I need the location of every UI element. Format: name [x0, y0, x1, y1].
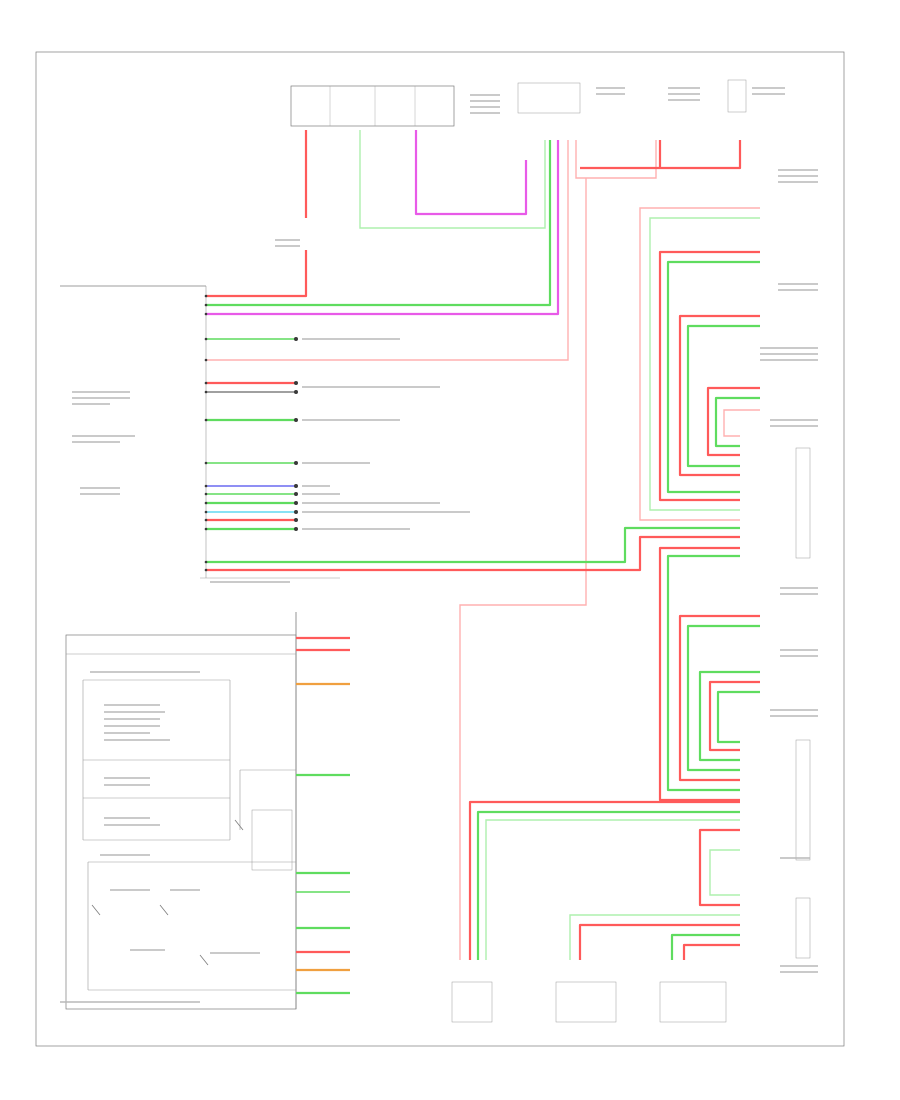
- wire-bot-green-2: [485, 819, 740, 960]
- fine-print-marks: [60, 87, 818, 1003]
- wire-green-1: [206, 140, 552, 307]
- wire-mid-red-2: [678, 614, 760, 782]
- bottom-module-3: [659, 981, 727, 1023]
- diagram-frame: [35, 51, 845, 1047]
- wire-bot-red-2: [698, 828, 740, 907]
- wire-mid-green-3: [698, 670, 760, 762]
- right-connector-boxes: [795, 447, 811, 959]
- wire-bot-red-3: [578, 923, 740, 960]
- connector-pin-icon: [204, 294, 298, 572]
- wire-mid-red-3: [708, 680, 760, 752]
- wire-right-pink-a: [639, 207, 760, 521]
- wire-mid-green-4: [716, 690, 760, 744]
- wire-bot-red-1: [468, 800, 740, 960]
- bottom-module-1: [451, 981, 493, 1023]
- wire-right-pink-e: [723, 409, 760, 437]
- wire-green-fuse: [359, 130, 546, 229]
- wire-right-red-b: [658, 250, 760, 502]
- wire-right-green-b: [666, 260, 760, 494]
- wire-bot-green-3: [709, 849, 740, 896]
- wire-magenta-1: [206, 140, 560, 316]
- wire-bot-green-1: [476, 810, 740, 960]
- wire-mid-green-2: [686, 624, 760, 772]
- wire-right-green-a: [649, 217, 760, 511]
- wire-pink-2: [575, 140, 657, 179]
- top-connector-box: [517, 82, 581, 114]
- right-top-relay-box: [727, 79, 747, 113]
- wire-right-red-c: [678, 314, 760, 477]
- wire-right-green-d: [714, 396, 760, 448]
- wire-red-fuse: [206, 130, 308, 298]
- wire-mid-green-1: [666, 554, 740, 792]
- wire-magenta-fuse: [414, 130, 528, 216]
- wire-bot-green-4: [569, 914, 740, 960]
- wire-red-570: [206, 535, 740, 572]
- wire-right-green-c: [686, 324, 760, 468]
- wire-bot-red-4: [682, 943, 740, 960]
- wire-green-562: [206, 526, 740, 564]
- top-fuse-block: [290, 85, 455, 127]
- wire-right-red-d: [706, 386, 760, 457]
- wire-red-top: [580, 140, 742, 170]
- wire-pink-1: [206, 140, 569, 361]
- wire-mid-red-1: [658, 546, 740, 802]
- wire-pink-3: [459, 178, 587, 960]
- seat-control-panel: [65, 612, 297, 1010]
- switch-icon: [91, 819, 244, 966]
- wire-bot-green-5: [670, 933, 740, 960]
- bottom-module-2: [555, 981, 617, 1023]
